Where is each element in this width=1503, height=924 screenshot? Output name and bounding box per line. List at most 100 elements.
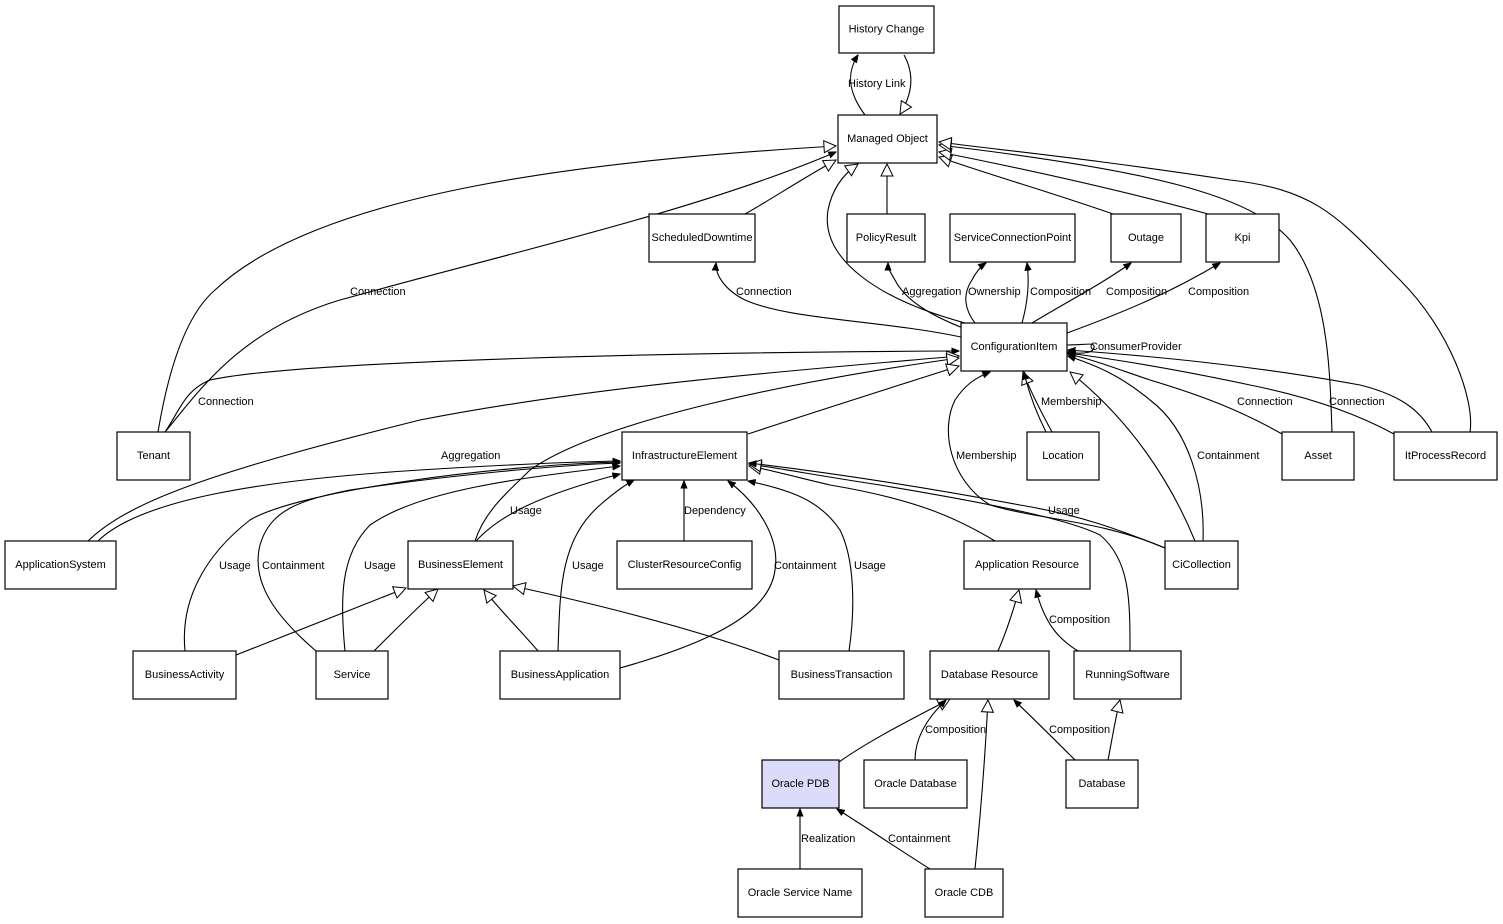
edge-label: Composition	[1188, 286, 1249, 298]
class-node-oracle-service-name[interactable]: Oracle Service Name	[737, 868, 863, 918]
relation-edge-configuration_item-to-outage	[1031, 263, 1131, 324]
class-node-service-connection-point[interactable]: ServiceConnectionPoint	[949, 213, 1076, 263]
class-node-running-software[interactable]: RunningSoftware	[1073, 650, 1182, 700]
class-node-application-system[interactable]: ApplicationSystem	[4, 540, 117, 590]
node-box[interactable]	[778, 650, 905, 700]
class-node-kpi[interactable]: Kpi	[1205, 213, 1280, 263]
inheritance-edge-history_change-to-managed_object	[900, 54, 911, 114]
relation-edge-asset-to-configuration_item	[1068, 354, 1283, 435]
relation-edge-ci_collection-to-configuration_item	[947, 372, 1166, 549]
edge-label: Usage	[572, 560, 604, 572]
class-node-policy-result[interactable]: PolicyResult	[846, 213, 926, 263]
inheritance-edge-configuration_item-to-managed_object	[826, 164, 966, 324]
class-node-configuration-item[interactable]: ConfigurationItem	[960, 322, 1068, 372]
class-node-outage[interactable]: Outage	[1110, 213, 1182, 263]
inheritance-edge-scheduled_downtime-to-managed_object	[744, 160, 836, 215]
node-box[interactable]	[1205, 213, 1280, 263]
relation-edge-configuration_item-to-scheduled_downtime	[716, 263, 962, 338]
edge-label: Composition	[925, 724, 986, 736]
node-box[interactable]	[407, 540, 514, 590]
node-label: Location	[1042, 450, 1084, 462]
class-node-asset[interactable]: Asset	[1281, 431, 1355, 481]
edge-label: History Link	[848, 78, 906, 90]
class-node-service[interactable]: Service	[315, 650, 389, 700]
class-node-scheduled-downtime[interactable]: ScheduledDowntime	[648, 213, 756, 263]
class-node-business-transaction[interactable]: BusinessTransaction	[778, 650, 905, 700]
relation-edge-configuration_item-to-service_connection_point	[1021, 263, 1028, 324]
node-label: Tenant	[137, 450, 170, 462]
class-node-database[interactable]: Database	[1065, 759, 1139, 809]
node-label: Oracle CDB	[935, 887, 994, 899]
edge-label: Usage	[364, 560, 396, 572]
edge-label: Containment	[774, 560, 836, 572]
class-node-ci-collection[interactable]: CiCollection	[1164, 540, 1239, 590]
node-box[interactable]	[846, 213, 926, 263]
node-label: Kpi	[1235, 232, 1251, 244]
node-box[interactable]	[616, 540, 753, 590]
class-node-it-process-record[interactable]: ItProcessRecord	[1393, 431, 1498, 481]
node-box[interactable]	[761, 759, 840, 809]
class-node-location[interactable]: Location	[1026, 431, 1100, 481]
node-box[interactable]	[648, 213, 756, 263]
edge-label: Connection	[1237, 396, 1293, 408]
node-box[interactable]	[1164, 540, 1239, 590]
node-box[interactable]	[315, 650, 389, 700]
relation-edge-business_activity-to-infrastructure_element	[183, 462, 620, 652]
node-box[interactable]	[960, 322, 1068, 372]
node-box[interactable]	[1073, 650, 1182, 700]
node-label: Outage	[1128, 232, 1164, 244]
relation-edge-tenant-to-managed_object	[164, 152, 836, 433]
node-box[interactable]	[838, 5, 935, 54]
node-box[interactable]	[116, 431, 191, 481]
edge-label: Usage	[854, 560, 886, 572]
node-label: BusinessActivity	[145, 669, 225, 681]
relation-edge-oracle_database-to-database_resource	[914, 700, 946, 761]
node-box[interactable]	[863, 759, 968, 809]
inheritance-edge-ci_collection-to-configuration_item	[1070, 372, 1196, 542]
node-box[interactable]	[1281, 431, 1355, 481]
class-node-cluster-resource-config[interactable]: ClusterResourceConfig	[616, 540, 753, 590]
node-box[interactable]	[737, 868, 863, 918]
node-box[interactable]	[929, 650, 1050, 700]
relation-edge-service-to-infrastructure_element	[342, 466, 620, 652]
edge-label: Dependency	[684, 505, 746, 517]
node-label: Asset	[1304, 450, 1332, 462]
node-label: ApplicationSystem	[15, 559, 106, 571]
class-node-application-resource[interactable]: Application Resource	[963, 540, 1091, 590]
edge-label: Membership	[1041, 396, 1102, 408]
inheritance-edge-application_resource-to-infrastructure_element	[749, 466, 996, 542]
class-node-managed-object[interactable]: Managed Object	[837, 114, 938, 164]
class-node-oracle-pdb[interactable]: Oracle PDB	[761, 759, 840, 809]
edges-layer	[87, 54, 1472, 870]
node-box[interactable]	[963, 540, 1091, 590]
relation-edge-location-to-configuration_item	[1024, 372, 1047, 433]
node-box[interactable]	[924, 868, 1004, 918]
inheritance-edge-oracle_pdb-to-database_resource	[838, 699, 950, 763]
class-node-tenant[interactable]: Tenant	[116, 431, 191, 481]
node-box[interactable]	[621, 431, 748, 481]
node-box[interactable]	[499, 650, 621, 700]
class-node-infrastructure-element[interactable]: InfrastructureElement	[621, 431, 748, 481]
inheritance-edge-oracle_cdb-to-database_resource	[974, 700, 988, 870]
node-box[interactable]	[1110, 213, 1182, 263]
node-box[interactable]	[1026, 431, 1100, 481]
class-node-history-change[interactable]: History Change	[838, 5, 935, 54]
class-node-oracle-cdb[interactable]: Oracle CDB	[924, 868, 1004, 918]
class-node-business-application[interactable]: BusinessApplication	[499, 650, 621, 700]
node-label: ScheduledDowntime	[652, 232, 753, 244]
node-box[interactable]	[4, 540, 117, 590]
node-box[interactable]	[1393, 431, 1498, 481]
node-box[interactable]	[837, 114, 938, 164]
relation-edge-business_application-to-infrastructure_element	[557, 480, 634, 652]
class-node-oracle-database[interactable]: Oracle Database	[863, 759, 968, 809]
class-node-business-element[interactable]: BusinessElement	[407, 540, 514, 590]
inheritance-edge-application_system-to-configuration_item	[87, 356, 959, 542]
edge-label: Realization	[801, 833, 855, 845]
class-node-business-activity[interactable]: BusinessActivity	[132, 650, 237, 700]
node-box[interactable]	[949, 213, 1076, 263]
node-label: Database Resource	[941, 669, 1038, 681]
class-node-database-resource[interactable]: Database Resource	[929, 650, 1050, 700]
node-box[interactable]	[132, 650, 237, 700]
node-label: History Change	[849, 24, 925, 36]
node-box[interactable]	[1065, 759, 1139, 809]
